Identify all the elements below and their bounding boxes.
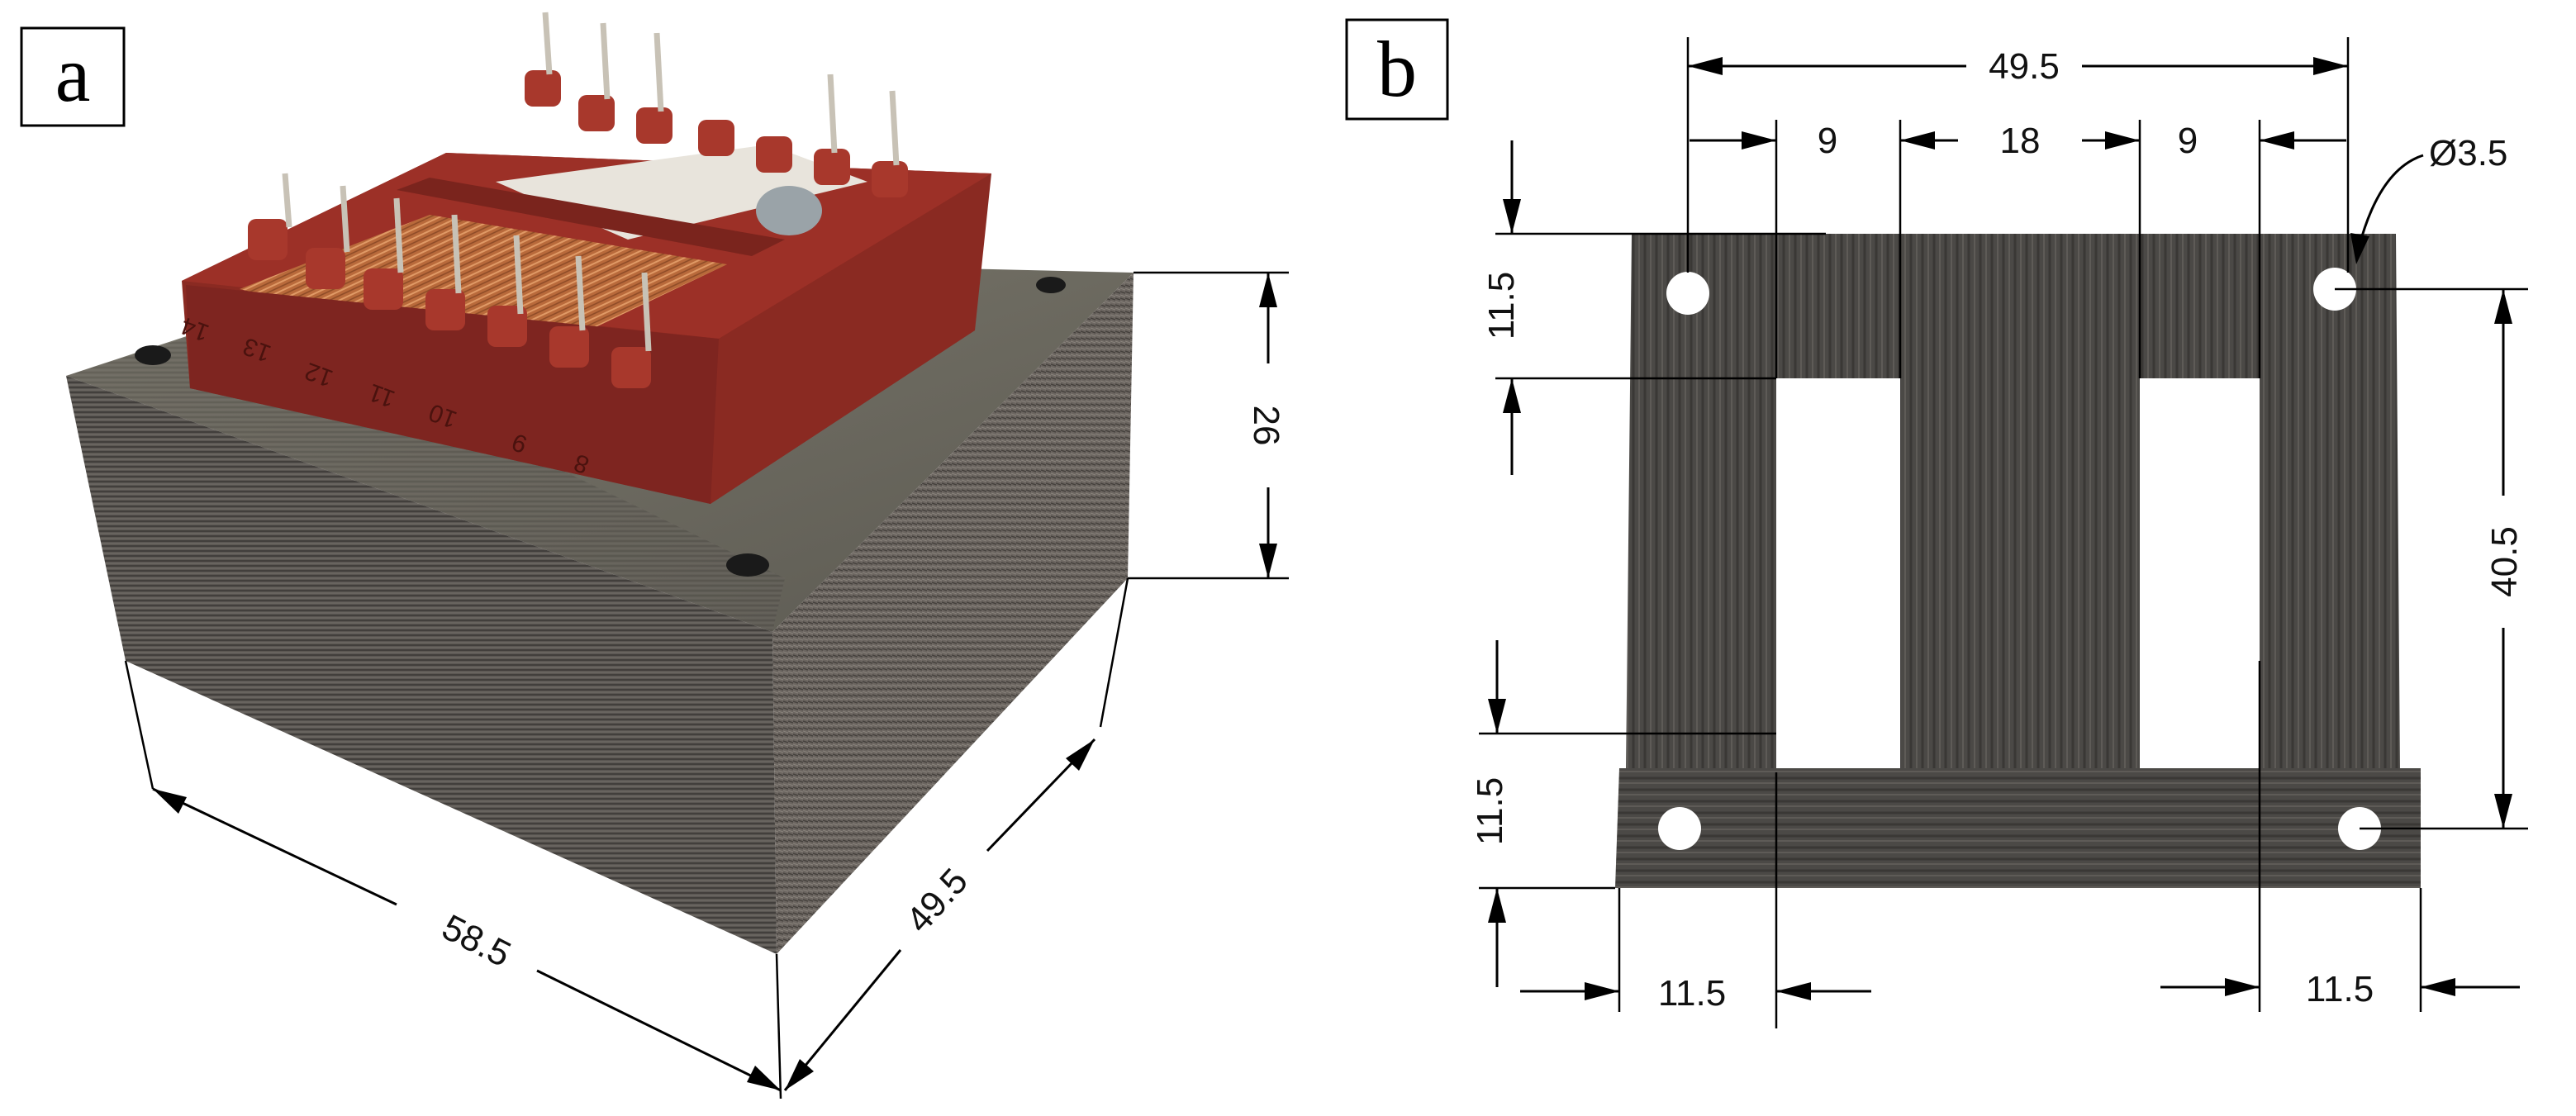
- mounting-hole-icon: [726, 553, 769, 577]
- terminal-peg: [872, 161, 908, 197]
- core-side-face: [772, 273, 1134, 954]
- dimension-bottom-yoke: 11.5: [1470, 777, 1510, 845]
- mounting-hole-icon: [1666, 272, 1709, 315]
- dimension-left-leg: 11.5: [1658, 973, 1726, 1014]
- terminal-pins: [248, 12, 908, 388]
- panel-a: a: [20, 12, 1289, 1099]
- terminal-peg: [578, 95, 615, 131]
- terminal-peg: [487, 306, 527, 347]
- bobbin-divider: [397, 178, 785, 256]
- copper-winding: [240, 215, 727, 355]
- panel-b-label: b: [1345, 18, 1449, 121]
- terminal-peg: [364, 268, 403, 310]
- panel-b-dimensions: 49.5 9 18 9 Ø3.5 1: [1470, 37, 2528, 1028]
- panel-a-label: a: [20, 26, 126, 127]
- terminal-peg: [306, 248, 345, 289]
- core-front-face: [66, 376, 777, 954]
- i-lamination: [1615, 768, 2421, 888]
- panel-b: b: [1345, 18, 2528, 1028]
- dimension-center-leg: 18: [2000, 121, 2041, 161]
- panel-b-label-text: b: [1377, 25, 1417, 113]
- mounting-hole-icon: [1036, 277, 1066, 293]
- terminal-peg: [611, 347, 651, 388]
- dimension-top-yoke: 11.5: [1481, 272, 1522, 340]
- terminal-peg: [425, 289, 465, 330]
- dimension-left-gap: 9: [1818, 121, 1837, 161]
- terminal-peg: [248, 219, 288, 260]
- left-window: [1776, 378, 1900, 734]
- dimension-length: 58.5: [435, 907, 517, 976]
- dimension-width: 49.5: [898, 861, 976, 940]
- terminal-peg: [756, 136, 792, 173]
- terminal-peg: [549, 326, 589, 368]
- thermal-fuse: [756, 186, 822, 235]
- dimension-hole-diameter: Ø3.5: [2429, 133, 2507, 173]
- mounting-hole-icon: [135, 345, 171, 365]
- dimension-height: 26: [1246, 406, 1286, 446]
- lamination-sheet: [1615, 234, 2421, 888]
- panel-a-label-text: a: [55, 30, 91, 118]
- transformer-photo: 14 13 12 11 10 9 8: [66, 12, 1134, 954]
- terminal-peg: [814, 149, 850, 185]
- dimension-window-height: 40.5: [2484, 526, 2525, 597]
- dimension-right-gap: 9: [2178, 121, 2198, 161]
- center-leg: [1900, 234, 2140, 768]
- terminal-peg: [698, 120, 734, 156]
- dimension-right-leg: 11.5: [2306, 969, 2374, 1009]
- terminal-peg: [525, 70, 561, 107]
- mounting-hole-icon: [1658, 807, 1701, 850]
- terminal-peg: [636, 107, 673, 144]
- right-window: [2140, 378, 2260, 734]
- dimension-hole-spacing: 49.5: [1989, 46, 2060, 87]
